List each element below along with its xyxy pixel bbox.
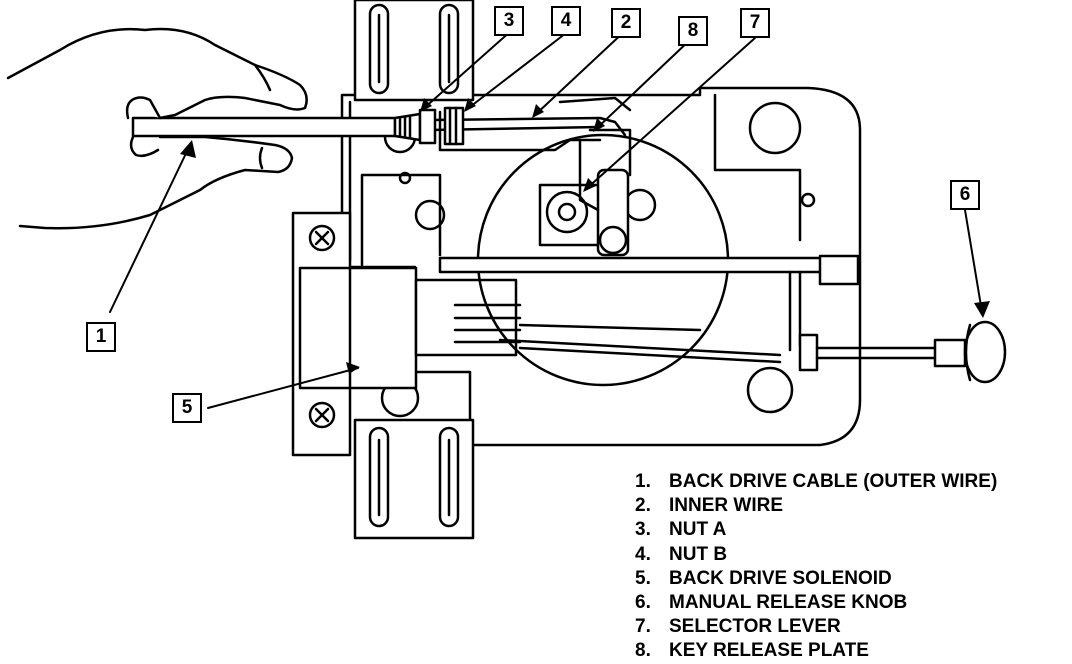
legend-text: BACK DRIVE SOLENOID	[669, 567, 892, 589]
legend-number: 4.	[635, 543, 651, 565]
legend-text: SELECTOR LEVER	[669, 616, 841, 638]
legend-text: KEY RELEASE PLATE	[669, 640, 869, 662]
parts-legend: 1. BACK DRIVE CABLE (OUTER WIRE) 2. INNER …	[635, 470, 997, 664]
legend-text: INNER WIRE	[669, 495, 783, 517]
housing-hole	[414, 199, 446, 231]
hand-illustration	[6, 27, 308, 230]
callout-7: 7	[740, 8, 770, 38]
legend-number: 3.	[635, 519, 651, 541]
callout-3: 3	[494, 6, 524, 36]
legend-number: 7.	[635, 616, 651, 638]
legend-item: 1. BACK DRIVE CABLE (OUTER WIRE)	[635, 470, 997, 494]
cover-plate	[360, 173, 442, 267]
legend-item: 8. KEY RELEASE PLATE	[635, 639, 997, 663]
legend-number: 8.	[635, 640, 651, 662]
legend-item: 7. SELECTOR LEVER	[635, 615, 997, 639]
callout-6: 6	[950, 180, 980, 210]
legend-item: 4. NUT B	[635, 543, 997, 567]
leader-arrowheads	[180, 98, 990, 374]
screw-small	[398, 171, 412, 185]
callout-4: 4	[551, 6, 581, 36]
housing-hole	[800, 192, 816, 208]
selector-lever-assembly	[538, 128, 632, 257]
legend-item: 5. BACK DRIVE SOLENOID	[635, 567, 997, 591]
leader-lines	[109, 29, 983, 409]
legend-number: 1.	[635, 471, 651, 492]
callout-5: 5	[172, 393, 202, 423]
legend-item: 3. NUT A	[635, 518, 997, 542]
back-drive-cable	[131, 106, 465, 146]
upper-mount-bracket	[353, 0, 475, 102]
release-bar	[438, 254, 860, 364]
legend-text: BACK DRIVE CABLE (OUTER WIRE)	[669, 471, 998, 492]
legend-text: NUT B	[669, 543, 728, 565]
legend-number: 2.	[635, 495, 651, 517]
housing-hole	[748, 101, 802, 155]
lower-mount-bracket	[353, 378, 475, 540]
legend-number: 5.	[635, 567, 651, 589]
manual-release-knob-shape	[798, 320, 1007, 384]
legend-number: 6.	[635, 591, 651, 613]
legend-text: MANUAL RELEASE KNOB	[669, 591, 908, 613]
callout-1: 1	[86, 322, 116, 352]
legend-item: 2. INNER WIRE	[635, 494, 997, 518]
callout-2: 2	[611, 8, 641, 38]
housing-hole	[746, 366, 794, 414]
legend-text: NUT A	[669, 519, 727, 541]
legend-item: 6. MANUAL RELEASE KNOB	[635, 591, 997, 615]
callout-8: 8	[678, 16, 708, 46]
